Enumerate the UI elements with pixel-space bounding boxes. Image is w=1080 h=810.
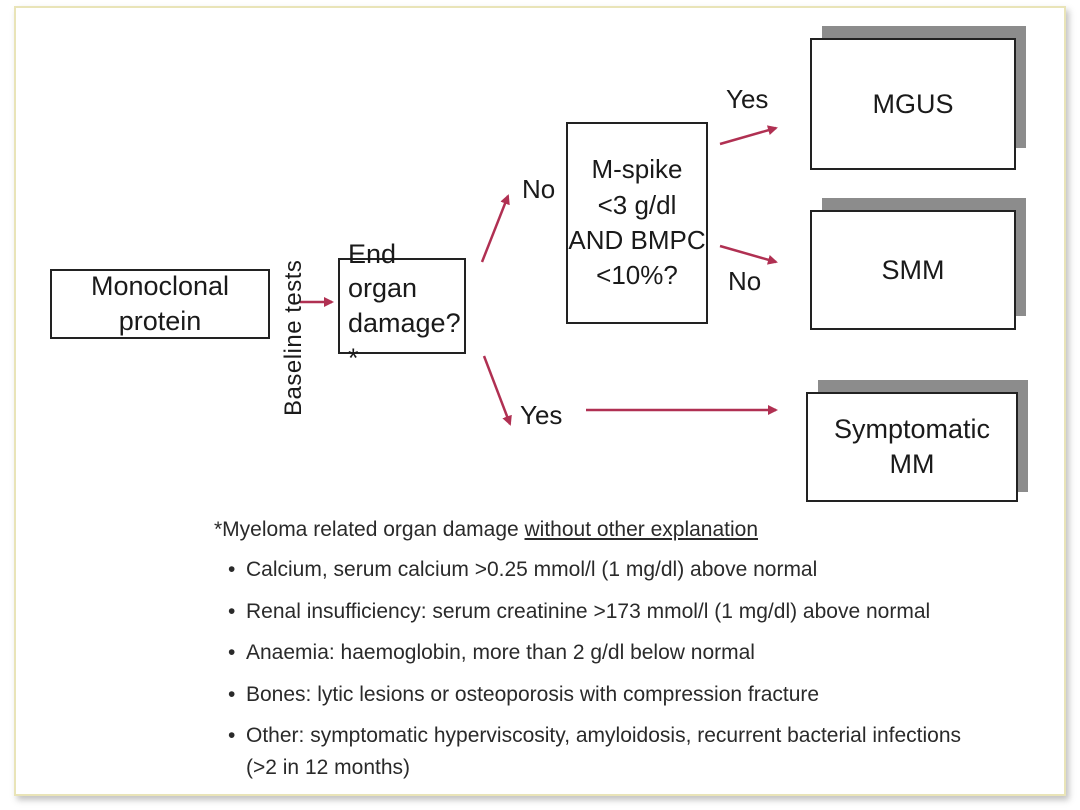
node-monoclonal-protein: Monoclonal protein [50, 269, 270, 339]
node-symptomatic-mm: Symptomatic MM [806, 392, 1018, 502]
footnote-heading-underlined: without other explanation [524, 518, 759, 541]
mspike-line-3: AND BMPC [568, 225, 706, 255]
node-mspike-criteria: M-spike <3 g/dl AND BMPC <10%? [566, 122, 708, 324]
node-end-organ-line-1: End organ [348, 238, 418, 304]
node-smm-label: SMM [881, 254, 945, 285]
list-item: •Other: symptomatic hyperviscosity, amyl… [228, 720, 974, 783]
mspike-line-4: <10%? [596, 260, 678, 291]
arrow-endorgan-to-yes [482, 355, 512, 426]
list-item: •Renal insufficiency: serum creatinine >… [228, 596, 974, 628]
node-mgus-label: MGUS [872, 88, 954, 119]
mspike-line-2: <3 g/dl [597, 189, 677, 220]
node-end-organ-line-2: damage?* [348, 308, 461, 373]
baseline-tests-label: Baseline tests [280, 259, 307, 416]
node-end-organ-damage: End organ damage?* [338, 239, 466, 373]
bullet-icon: • [228, 599, 236, 623]
arrow-mspike-to-mgus [719, 125, 778, 146]
bullet-icon: • [228, 641, 236, 664]
arrow-endorgan-to-no [480, 194, 510, 263]
footnote-heading-prefix: *Myeloma related organ damage [214, 518, 525, 541]
bullet-icon: • [228, 724, 236, 747]
arrow-mspike-to-smm [719, 244, 778, 265]
label-yes-end-organ: Yes [520, 400, 563, 430]
mspike-line-1: M-spike [591, 154, 683, 185]
label-yes-mgus: Yes [726, 84, 769, 114]
footnote-list: •Calcium, serum calcium >0.25 mmol/l (1 … [214, 554, 974, 783]
footnote: *Myeloma related organ damage without ot… [214, 518, 974, 793]
node-monoclonal-protein-label: Monoclonal protein [90, 271, 230, 336]
footnote-heading: *Myeloma related organ damage without ot… [214, 518, 974, 542]
node-symptomatic-mm-label: Symptomatic MM [833, 414, 991, 479]
label-no-smm: No [728, 266, 762, 296]
label-no-end-organ: No [522, 174, 556, 204]
bullet-icon: • [228, 558, 236, 581]
bullet-icon: • [228, 682, 236, 706]
node-smm: SMM [810, 210, 1016, 330]
list-item: •Anaemia: haemoglobin, more than 2 g/dl … [228, 637, 974, 669]
node-mgus: MGUS [810, 38, 1016, 170]
list-item: •Bones: lytic lesions or osteoporosis wi… [228, 679, 974, 711]
list-item: •Calcium, serum calcium >0.25 mmol/l (1 … [228, 554, 974, 586]
